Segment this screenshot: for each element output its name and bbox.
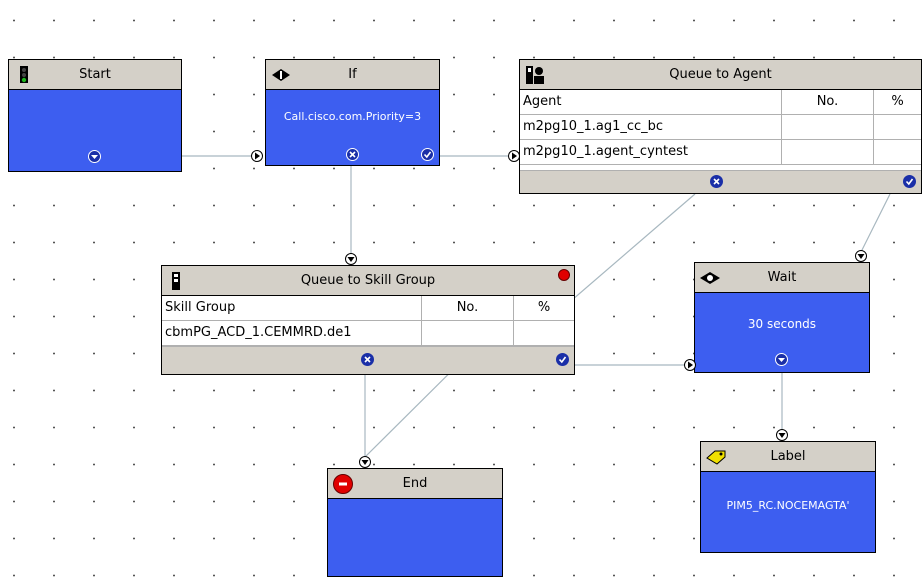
if-body: Call.cisco.com.Priority=3 xyxy=(266,90,439,165)
output-port-icon[interactable] xyxy=(88,150,101,163)
start-node[interactable]: Start xyxy=(8,59,182,172)
label-titlebar: Label xyxy=(701,442,875,472)
start-body xyxy=(9,90,181,171)
table-header: Skill Group No. % xyxy=(162,296,574,321)
percent-cell xyxy=(514,321,574,345)
label-value: PIM5_RC.NOCEMAGTA' xyxy=(726,499,850,512)
skill-group-table: Skill Group No. % cbmPG_ACD_1.CEMMRD.de1 xyxy=(162,296,574,346)
end-body xyxy=(328,499,502,576)
traffic-light-icon xyxy=(9,60,39,89)
queue-agent-footer xyxy=(520,170,921,193)
stop-icon xyxy=(328,469,358,498)
column-header: Agent xyxy=(520,90,782,114)
agent-table: Agent No. % m2pg10_1.ag1_cc_bc m2pg10_1.… xyxy=(520,90,921,165)
input-port-icon[interactable] xyxy=(344,252,358,266)
queue-agent-title: Queue to Agent xyxy=(669,67,772,82)
if-title: If xyxy=(348,67,357,82)
end-title: End xyxy=(402,476,428,491)
label-node[interactable]: Label PIM5_RC.NOCEMAGTA' xyxy=(700,441,876,553)
agent-cell: m2pg10_1.ag1_cc_bc xyxy=(520,115,782,139)
output-port-icon[interactable] xyxy=(775,353,788,366)
wait-body: 30 seconds xyxy=(695,293,869,372)
wait-title: Wait xyxy=(767,270,797,285)
queue-skill-titlebar: Queue to Skill Group xyxy=(162,266,574,296)
label-title: Label xyxy=(770,449,806,464)
table-row[interactable]: cbmPG_ACD_1.CEMMRD.de1 xyxy=(162,321,574,346)
diamond-icon xyxy=(266,60,296,89)
input-port-icon[interactable] xyxy=(683,358,697,372)
number-cell xyxy=(422,321,514,345)
input-port-icon[interactable] xyxy=(507,149,521,163)
agent-queue-icon xyxy=(520,60,550,89)
start-titlebar: Start xyxy=(9,60,181,90)
queue-skill-title: Queue to Skill Group xyxy=(300,273,436,288)
wait-icon xyxy=(695,263,725,292)
percent-cell xyxy=(874,140,921,164)
input-port-icon[interactable] xyxy=(854,249,868,263)
end-node[interactable]: End xyxy=(327,468,503,577)
if-expression: Call.cisco.com.Priority=3 xyxy=(283,110,422,123)
input-port-icon[interactable] xyxy=(775,428,789,442)
false-port-icon[interactable] xyxy=(710,175,723,188)
true-port-icon[interactable] xyxy=(421,148,434,161)
tag-icon xyxy=(701,442,731,471)
label-body: PIM5_RC.NOCEMAGTA' xyxy=(701,472,875,552)
column-header: No. xyxy=(782,90,874,114)
skill-group-icon xyxy=(162,266,192,295)
true-port-icon[interactable] xyxy=(903,175,916,188)
wait-node[interactable]: Wait 30 seconds xyxy=(694,262,870,373)
queue-skill-footer xyxy=(162,346,574,374)
queue-to-skill-group-node[interactable]: Queue to Skill Group Skill Group No. % c… xyxy=(161,265,575,375)
table-row[interactable]: m2pg10_1.agent_cyntest xyxy=(520,140,921,165)
queue-agent-titlebar: Queue to Agent xyxy=(520,60,921,90)
table-row[interactable]: m2pg10_1.ag1_cc_bc xyxy=(520,115,921,140)
input-port-icon[interactable] xyxy=(358,455,372,469)
start-title: Start xyxy=(79,67,111,82)
false-port-icon[interactable] xyxy=(361,353,374,366)
column-header: % xyxy=(537,300,551,315)
column-header: Skill Group xyxy=(162,296,422,320)
if-titlebar: If xyxy=(266,60,439,90)
error-indicator-icon xyxy=(558,269,570,281)
queue-to-agent-node[interactable]: Queue to Agent Agent No. % m2pg10_1.ag1_… xyxy=(519,59,922,194)
column-header: No. xyxy=(422,296,514,320)
wait-duration: 30 seconds xyxy=(747,317,817,331)
skill-group-cell: cbmPG_ACD_1.CEMMRD.de1 xyxy=(162,321,422,345)
wait-titlebar: Wait xyxy=(695,263,869,293)
if-node[interactable]: If Call.cisco.com.Priority=3 xyxy=(265,59,440,166)
true-port-icon[interactable] xyxy=(556,353,569,366)
false-port-icon[interactable] xyxy=(346,148,359,161)
end-titlebar: End xyxy=(328,469,502,499)
percent-cell xyxy=(874,115,921,139)
input-port-icon[interactable] xyxy=(250,149,264,163)
number-cell xyxy=(782,115,874,139)
column-header: % xyxy=(891,94,904,109)
table-header: Agent No. % xyxy=(520,90,921,115)
agent-cell: m2pg10_1.agent_cyntest xyxy=(520,140,782,164)
number-cell xyxy=(782,140,874,164)
